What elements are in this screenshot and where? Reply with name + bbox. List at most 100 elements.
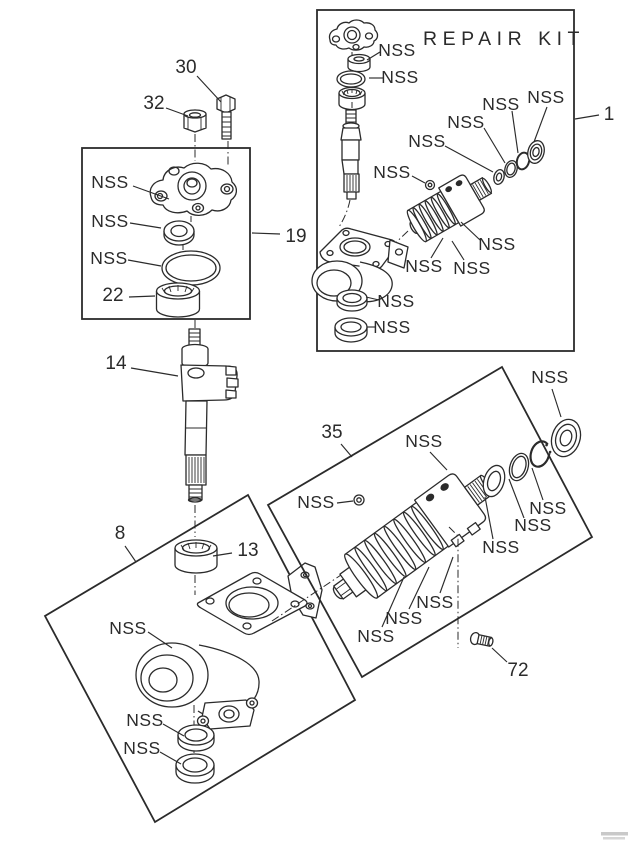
bearing-13-drawing: [174, 539, 218, 574]
leader-line: [336, 500, 354, 504]
nss-label: NSS: [529, 498, 566, 518]
gear-housing-drawing: [135, 562, 323, 730]
leader-line: [439, 556, 454, 594]
box-35-group: 35: [266, 365, 594, 679]
leader-line: [531, 467, 544, 501]
cover-plate-drawing: [149, 162, 238, 217]
nss-label: NSS: [381, 67, 418, 87]
nut-32-drawing: [183, 109, 207, 133]
nss-label: NSS: [378, 40, 415, 60]
nss-label: NSS: [297, 492, 334, 512]
nss-label: NSS: [408, 131, 445, 151]
nss-label: NSS: [373, 317, 410, 337]
leader-line: [444, 145, 494, 173]
leader-line: [127, 259, 162, 267]
label-part-22: 22: [102, 285, 123, 306]
leader-line: [147, 631, 173, 649]
valve-axis-centerline: [271, 572, 345, 622]
nss-label: NSS: [453, 258, 490, 278]
nss-label: NSS: [405, 256, 442, 276]
leader-line: [365, 296, 380, 301]
centerline: [338, 199, 351, 228]
leader-line: [483, 127, 506, 164]
label-part-19: 19: [285, 226, 306, 247]
sector-shaft-group: 14: [105, 320, 239, 537]
leader-line: [508, 478, 525, 519]
nss-label: NSS: [385, 608, 422, 628]
leader-line: [129, 222, 162, 229]
leader-line: [451, 240, 465, 261]
leader-line: [159, 751, 182, 765]
leader-line: [130, 367, 179, 377]
kit-bearing-drawing: [338, 86, 366, 111]
nss-label: NSS: [90, 248, 127, 268]
label-part-35: 35: [321, 422, 342, 443]
nss-label: NSS: [416, 592, 453, 612]
leader-line: [162, 723, 185, 737]
repair-kit-title: REPAIR KIT: [423, 28, 585, 50]
kit-cover-drawing: [328, 19, 379, 51]
kit-valve-assembly-drawing: [406, 174, 493, 243]
nss-label: NSS: [482, 537, 519, 557]
label-part-14: 14: [105, 353, 127, 374]
oring-drawing: [161, 250, 221, 286]
box-8-group: 8 13 NSS: [43, 493, 357, 824]
adjust-cover-group: 30 32 NSS NSS NSS: [81, 57, 307, 320]
valve-seal-rings-drawing: [353, 418, 582, 506]
leader-line: [484, 496, 494, 540]
nss-label: NSS: [373, 162, 410, 182]
box-19-border: [81, 147, 251, 320]
box-35-border: [266, 365, 594, 679]
nss-label: NSS: [527, 87, 564, 107]
kit-input-shaft-drawing: [340, 109, 362, 200]
bearing-22-drawing: [155, 282, 201, 318]
label-part-13: 13: [237, 540, 258, 561]
leader-line: [251, 232, 281, 235]
screw-72-group: 72: [469, 631, 529, 681]
leader-line: [533, 106, 548, 143]
watermark-smudge: [601, 832, 628, 840]
nss-label: NSS: [447, 112, 484, 132]
nss-label: NSS: [91, 211, 128, 231]
seal-ring-drawing: [163, 220, 195, 246]
kit-seal-rings-drawing: [424, 140, 545, 191]
label-part-8: 8: [115, 523, 126, 544]
label-part-1: 1: [604, 104, 615, 125]
nss-label: NSS: [377, 291, 414, 311]
repair-kit-box-group: REPAIR KIT: [311, 9, 615, 352]
leader-line: [128, 295, 156, 298]
housing-seal-drawing: [177, 724, 215, 752]
label-part-72: 72: [507, 660, 528, 681]
label-part-30: 30: [175, 57, 196, 78]
leader-line: [132, 185, 170, 200]
valve-assembly-drawing: [332, 473, 495, 600]
sector-shaft-drawing: [180, 328, 239, 503]
nss-label: NSS: [478, 234, 515, 254]
repair-kit-box-border: [316, 9, 575, 352]
nss-label: NSS: [91, 172, 128, 192]
screw-72-drawing: [469, 631, 494, 647]
nss-label: NSS: [514, 515, 551, 535]
nss-label: NSS: [123, 738, 160, 758]
kit-lower-seals-drawing: [334, 289, 368, 343]
leader-line: [411, 175, 426, 184]
leader-line: [574, 114, 600, 120]
label-part-32: 32: [143, 93, 164, 114]
leader-line: [196, 75, 222, 103]
kit-oring-drawing: [336, 70, 366, 88]
leader-line: [124, 545, 137, 563]
nss-label: NSS: [482, 94, 519, 114]
leader-line: [408, 566, 430, 610]
box-8-border: [43, 493, 357, 824]
leader-line: [491, 647, 508, 663]
kit-cup-drawing: [347, 53, 371, 73]
leader-line: [165, 107, 189, 117]
leader-line: [460, 221, 481, 241]
leader-line: [430, 237, 444, 259]
nss-label: NSS: [531, 367, 568, 387]
section-line: [448, 526, 459, 648]
bolt-30-drawing: [216, 94, 236, 140]
leader-line: [551, 388, 562, 418]
nss-label: NSS: [126, 710, 163, 730]
